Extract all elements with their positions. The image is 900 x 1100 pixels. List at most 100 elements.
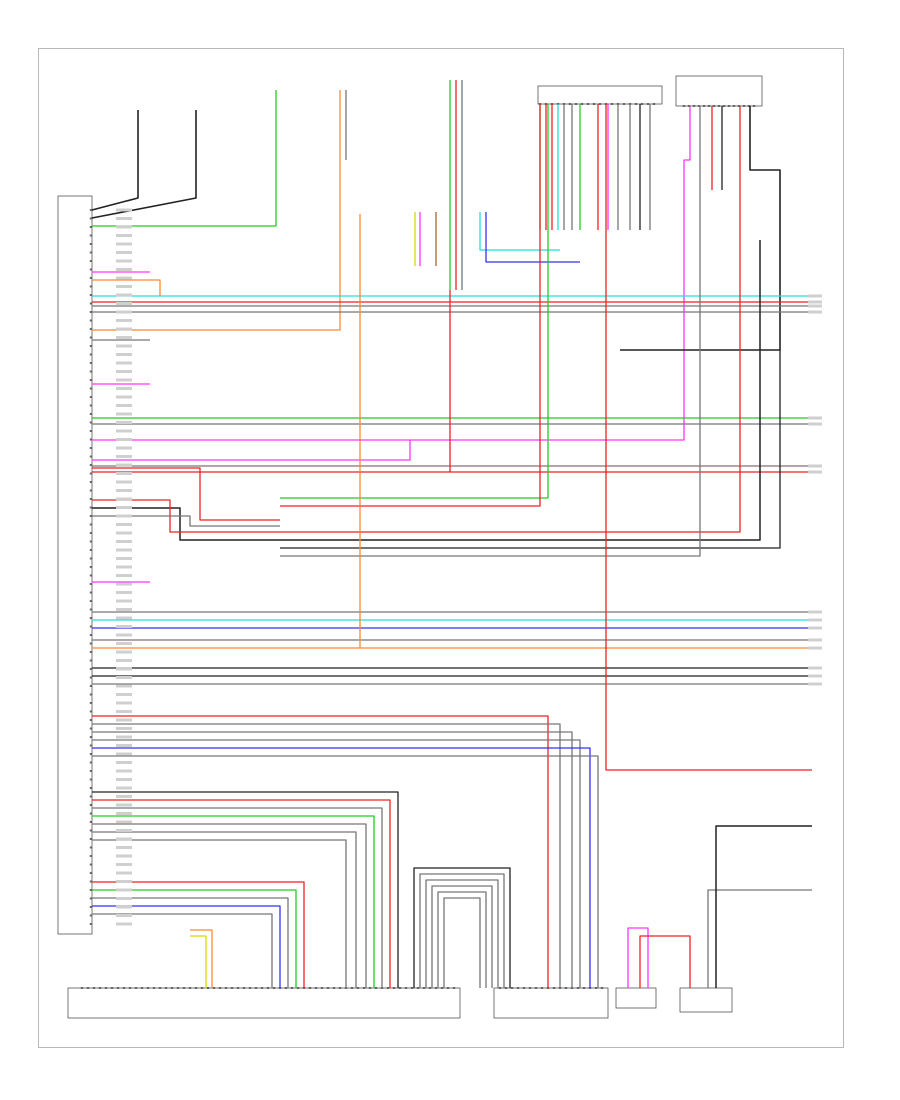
lower-ecu-pin bbox=[356, 987, 360, 989]
combination-meter-pin bbox=[552, 987, 556, 989]
lower-run-b-6 bbox=[92, 839, 347, 988]
right-drop-5 bbox=[620, 106, 781, 351]
main-ecu-pin bbox=[89, 285, 93, 288]
main-ecu-pin bbox=[89, 413, 93, 415]
lower-ecu-pin bbox=[326, 987, 330, 989]
wire-tag bbox=[116, 905, 132, 909]
main-ecu-pin bbox=[89, 251, 93, 254]
wire-tag bbox=[116, 523, 132, 526]
green-riser bbox=[280, 104, 549, 499]
top-connector-pin bbox=[712, 105, 716, 107]
lower-run-5 bbox=[92, 755, 599, 988]
right-wire-tag bbox=[808, 470, 822, 474]
wire-tag bbox=[116, 310, 132, 314]
lower-ecu-pin bbox=[296, 987, 300, 989]
lower-ecu-pin bbox=[236, 987, 240, 989]
combination-meter-pin bbox=[594, 987, 598, 989]
wire-tag bbox=[116, 854, 132, 858]
top-center-connector-pin bbox=[610, 103, 614, 105]
wire-tag bbox=[116, 217, 132, 220]
lower-ecu-pin bbox=[338, 987, 342, 989]
wire-tag bbox=[116, 880, 132, 883]
main-ecu-pin bbox=[89, 889, 93, 891]
main-ecu-pin bbox=[89, 328, 93, 330]
stereo-jack-box bbox=[679, 987, 733, 1013]
lower-ecu-pin bbox=[404, 987, 408, 989]
wire-tag bbox=[116, 514, 132, 518]
wire-tag bbox=[116, 582, 132, 586]
main-ecu-pin bbox=[89, 489, 93, 492]
main-ecu-pin bbox=[89, 651, 93, 653]
wire-tag bbox=[116, 591, 132, 594]
main-ecu-pin bbox=[89, 634, 93, 636]
lower-ecu-pin bbox=[212, 987, 216, 989]
wire-tag bbox=[116, 208, 132, 212]
main-ecu-pin bbox=[89, 761, 93, 764]
main-ecu-pin bbox=[89, 906, 93, 908]
top-feed-green bbox=[92, 90, 277, 227]
wire-tag bbox=[116, 616, 132, 620]
top-center-connector-pin bbox=[592, 103, 596, 105]
lower-ecu-pin bbox=[446, 987, 450, 989]
right-wire-tag bbox=[808, 626, 822, 630]
jack-black bbox=[715, 825, 812, 988]
wire-tag bbox=[116, 353, 132, 356]
main-ecu-pin bbox=[89, 821, 93, 823]
right-wire-tag bbox=[808, 638, 822, 642]
lower-ecu-pin bbox=[398, 987, 402, 989]
lower-ecu-pin bbox=[242, 987, 246, 989]
wire-tag bbox=[116, 667, 132, 671]
main-ecu-pin bbox=[89, 744, 93, 747]
main-ecu-pin bbox=[89, 719, 93, 721]
main-ecu-pin bbox=[89, 795, 93, 798]
lower-ecu-pin bbox=[428, 987, 432, 989]
wire-tag bbox=[116, 302, 132, 305]
lower-ecu-pin bbox=[248, 987, 252, 989]
lower-ecu-pin bbox=[254, 987, 258, 989]
lower-run-3 bbox=[92, 739, 581, 988]
speaker-magenta bbox=[627, 927, 649, 988]
lower-run-b-2 bbox=[92, 807, 383, 988]
main-ecu-box bbox=[57, 195, 93, 935]
wire-tag bbox=[116, 914, 132, 917]
lower-run-b-4 bbox=[92, 823, 367, 988]
wire-tag bbox=[116, 259, 132, 263]
wire-tag bbox=[116, 701, 132, 705]
wire-tag bbox=[116, 225, 132, 229]
right-wire-tag bbox=[808, 300, 822, 304]
right-wire-tag bbox=[808, 464, 822, 468]
speaker-red bbox=[639, 935, 691, 988]
main-ecu-pin bbox=[89, 787, 93, 789]
main-ecu-pin bbox=[89, 600, 93, 602]
main-ecu-pin bbox=[89, 923, 93, 925]
meter-harness-3 bbox=[431, 885, 493, 988]
combination-meter-box bbox=[493, 987, 609, 1019]
main-ecu-pin bbox=[89, 829, 93, 832]
wire-tag bbox=[116, 846, 132, 849]
wire-tag bbox=[116, 412, 132, 416]
stub-bottom-yellow bbox=[190, 935, 207, 988]
main-ecu-pin bbox=[89, 642, 93, 645]
lower-ecu-pin bbox=[158, 987, 162, 989]
lower-ecu-pin bbox=[128, 987, 132, 989]
wire-tag bbox=[116, 888, 132, 892]
top-connector-pin bbox=[747, 105, 751, 107]
wire-tag bbox=[116, 242, 132, 246]
wire-tag bbox=[116, 489, 132, 492]
main-ecu-pin bbox=[89, 243, 93, 245]
lower-run-b-0 bbox=[92, 791, 399, 988]
combination-meter-pin bbox=[600, 987, 604, 989]
main-ecu-pin bbox=[89, 447, 93, 449]
lower-ecu-pin bbox=[152, 987, 156, 989]
main-ecu-pin bbox=[89, 804, 93, 806]
wire-tag bbox=[116, 710, 132, 713]
wire-tag bbox=[116, 421, 132, 424]
right-wire-tag bbox=[808, 674, 822, 678]
combination-meter-pin bbox=[540, 987, 544, 989]
wire-tag bbox=[116, 820, 132, 824]
main-ecu-pin bbox=[89, 319, 93, 322]
lower-ecu-box bbox=[67, 987, 461, 1019]
front-speaker-box bbox=[615, 987, 657, 1009]
main-ecu-pin bbox=[89, 770, 93, 772]
